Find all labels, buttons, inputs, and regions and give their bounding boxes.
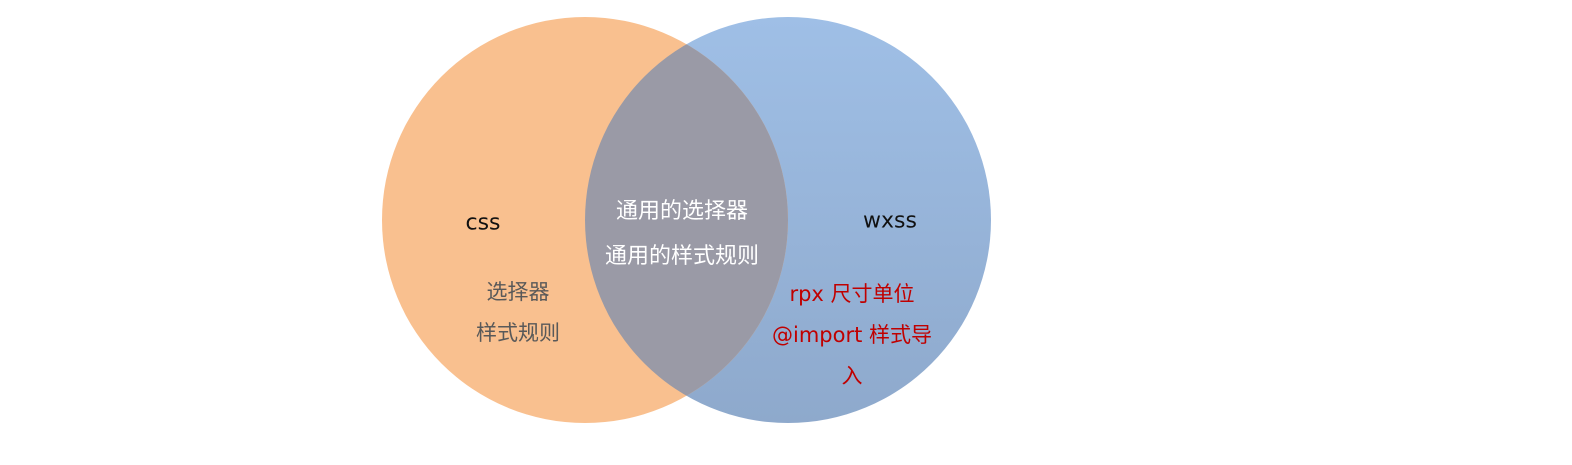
- css-set-title: css: [465, 210, 501, 236]
- css-item-selector: 选择器: [486, 280, 550, 304]
- wxss-item-import-cont: 入: [841, 364, 863, 388]
- wxss-item-rpx-unit: rpx 尺寸单位: [789, 282, 915, 306]
- overlap-region: [585, 17, 788, 423]
- overlap-item-common-selector: 通用的选择器: [615, 199, 749, 224]
- overlap-item-common-style-rules: 通用的样式规则: [604, 244, 760, 269]
- wxss-set-title: wxss: [863, 208, 917, 234]
- css-item-style-rules: 样式规则: [476, 321, 560, 345]
- wxss-item-import: @import 样式导: [771, 323, 933, 347]
